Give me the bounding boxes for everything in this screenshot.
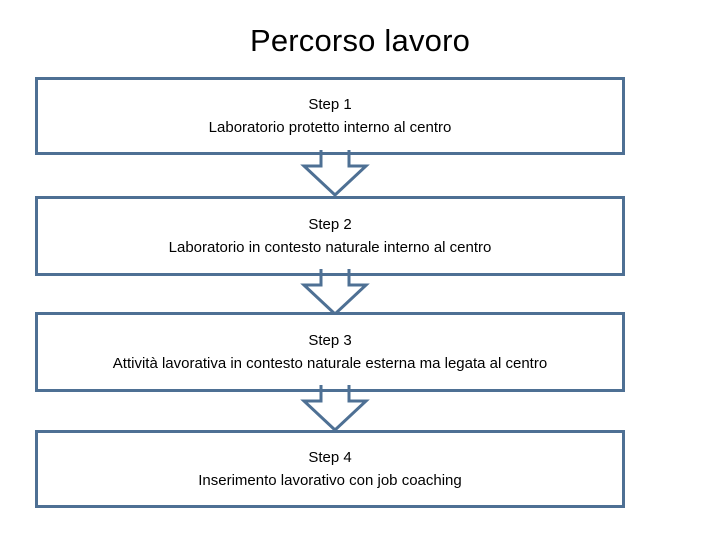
page-title: Percorso lavoro [249, 23, 471, 58]
flow-step-3[interactable]: Step 3 Attività lavorativa in contesto n… [35, 312, 625, 392]
flow-step-3-label: Step 3 [308, 331, 352, 349]
flow-step-1-description: Laboratorio protetto interno al centro [208, 119, 452, 136]
flow-step-2-description: Laboratorio in contesto naturale interno… [168, 239, 492, 256]
down-arrow-icon-3 [285, 385, 385, 431]
flow-step-2[interactable]: Step 2 Laboratorio in contesto naturale … [35, 196, 625, 276]
flow-step-1-label: Step 1 [308, 95, 352, 113]
down-arrow-icon-2 [285, 269, 385, 315]
flow-step-4-description: Inserimento lavorativo con job coaching [198, 472, 462, 489]
flow-step-2-label: Step 2 [308, 215, 352, 233]
flow-step-4[interactable]: Step 4 Inserimento lavorativo con job co… [35, 430, 625, 508]
flow-step-1[interactable]: Step 1 Laboratorio protetto interno al c… [35, 77, 625, 155]
down-arrow-icon-1 [285, 150, 385, 196]
flow-step-3-description: Attività lavorativa in contesto naturale… [112, 355, 548, 372]
flow-step-4-label: Step 4 [308, 448, 352, 466]
